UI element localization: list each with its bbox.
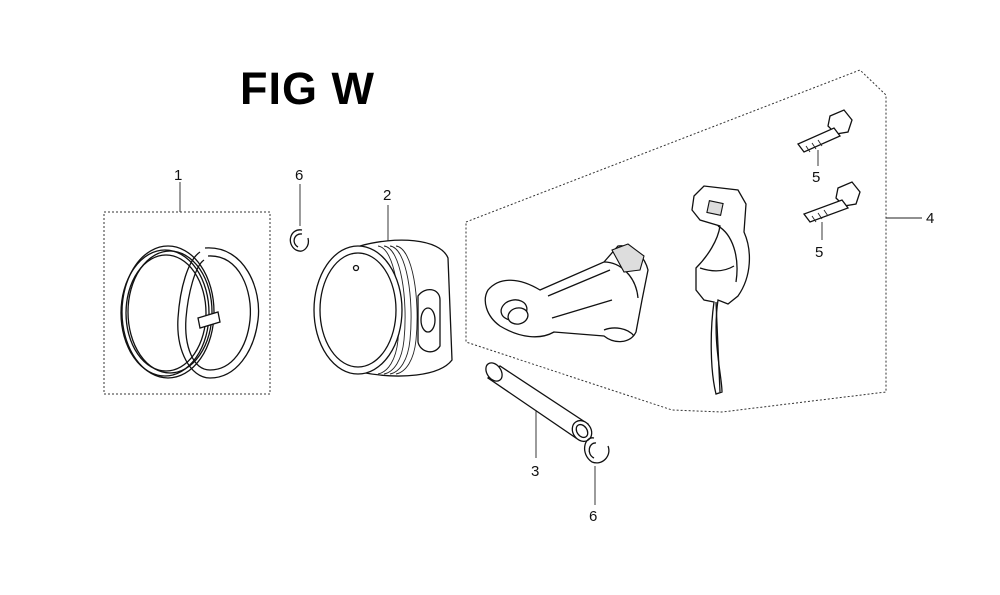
callout-bolt-upper: 5 (812, 169, 820, 186)
piston-pin-clip-upper: 6 (289, 167, 310, 252)
callout-piston: 2 (383, 187, 391, 204)
piston: 2 (313, 187, 453, 377)
callout-clip-lower: 6 (589, 508, 597, 525)
rod-bolt-upper: 5 (796, 109, 853, 186)
callout-clip-upper: 6 (295, 167, 303, 184)
piston-ring-set: 1 (103, 167, 271, 395)
piston-pin-clip-lower: 6 (584, 437, 610, 525)
rod-assembly-box (465, 69, 887, 413)
ring-set-box (103, 211, 271, 395)
connecting-rod-assembly: 4 5 (465, 69, 934, 413)
figure-title: FIG W (240, 63, 375, 114)
callout-bolt-lower: 5 (815, 244, 823, 261)
rod-bolt-lower: 5 (802, 181, 861, 261)
piston-pin: 3 (485, 362, 593, 480)
callout-piston-pin: 3 (531, 463, 539, 480)
callout-connecting-rod: 4 (926, 210, 934, 227)
callout-ring-set: 1 (174, 167, 182, 184)
